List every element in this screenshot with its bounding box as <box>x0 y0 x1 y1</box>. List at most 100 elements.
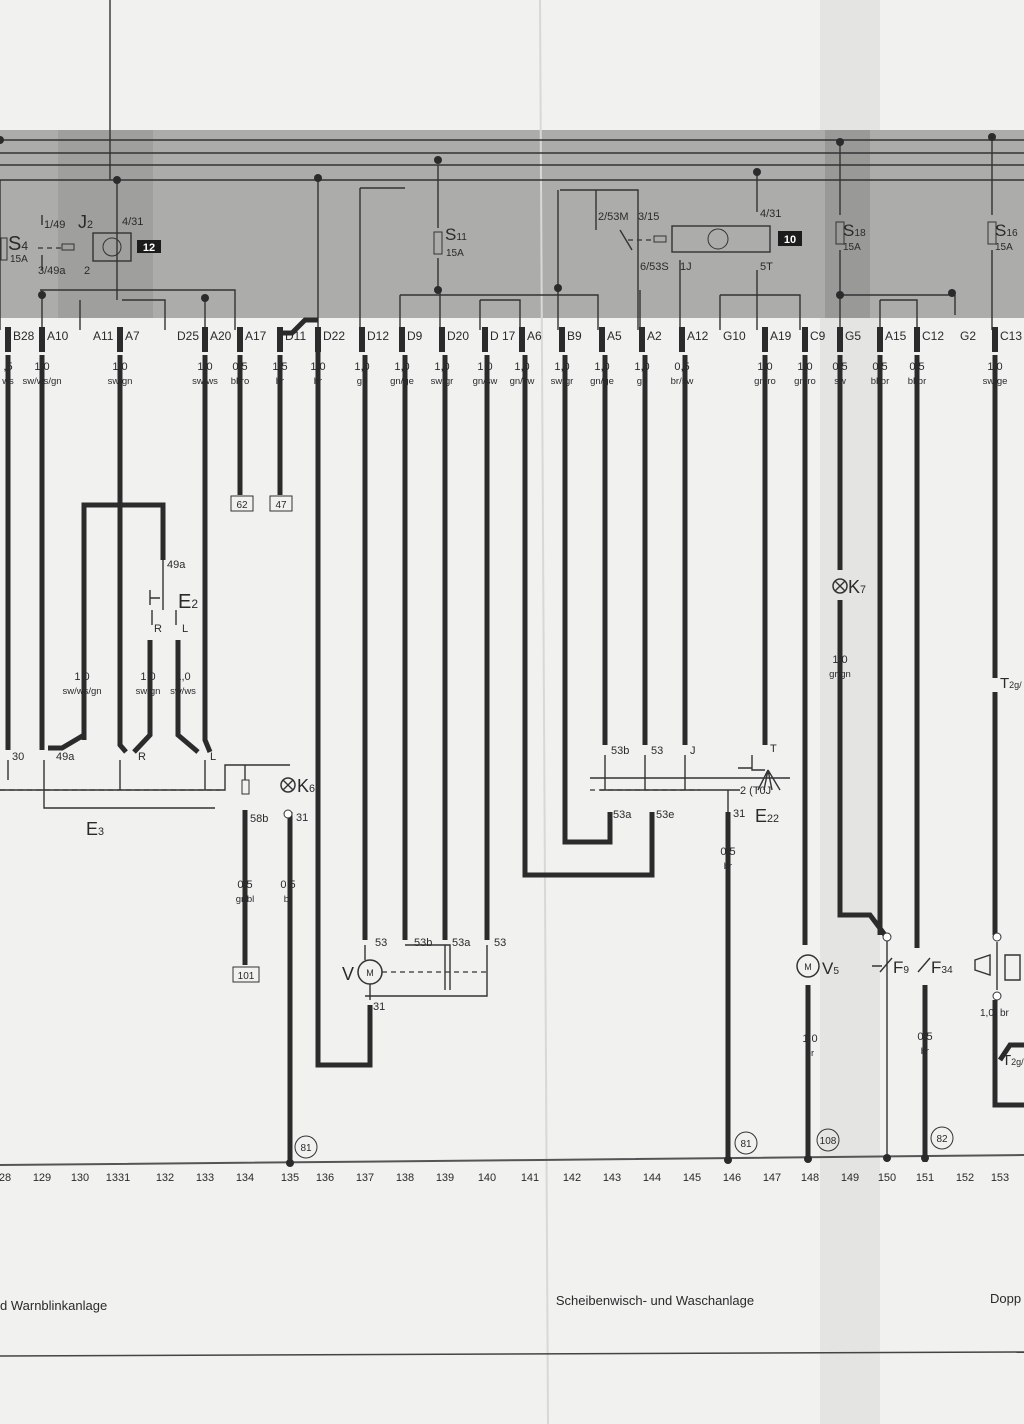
terminal-label-e3-l: L <box>210 751 216 763</box>
column-number: 146 <box>723 1172 741 1184</box>
component-label-k6: K6 <box>297 776 315 796</box>
reference-box-101: 101 <box>238 971 255 982</box>
wire-size: 1,0 <box>797 361 812 373</box>
component-label-f9: F9 <box>893 958 909 977</box>
terminal-label-k6-58b: 58b <box>250 813 268 825</box>
band-shade <box>58 130 153 318</box>
column-number: 138 <box>396 1172 414 1184</box>
column-number: 151 <box>916 1172 934 1184</box>
reference-circle-81b <box>734 1131 758 1155</box>
wire-color: gn/ro <box>754 376 776 387</box>
component-label-v: V <box>342 964 354 984</box>
fuse-S18 <box>835 221 845 245</box>
switch-E22 <box>590 755 790 812</box>
connector-id: A17 <box>245 329 267 343</box>
reference-box-62: 62 <box>236 500 248 511</box>
connector-id: D25 <box>177 329 199 343</box>
reference-circle-108 <box>816 1128 840 1152</box>
component-subscript: 4 <box>21 239 28 253</box>
column-number: 134 <box>236 1172 254 1184</box>
wire-color: sw/ws/gn <box>22 376 61 387</box>
wire-color: sw/ws <box>192 376 218 387</box>
connector-id: C9 <box>810 329 826 343</box>
column-number: 1331 <box>106 1172 130 1184</box>
wire-size: 1,0 <box>112 361 127 373</box>
column-number: 149 <box>841 1172 859 1184</box>
wire-color: br <box>314 376 322 387</box>
column-number: 137 <box>356 1172 374 1184</box>
connector-id: D12 <box>367 329 389 343</box>
terminal-label-e22-53e: 53e <box>656 809 674 821</box>
wire-size: 1,0 <box>594 361 609 373</box>
reference-box-47 <box>269 495 293 512</box>
wire-size: 1,0 <box>634 361 649 373</box>
component-label-e2: E2 <box>178 591 198 613</box>
connector-id: A19 <box>770 329 792 343</box>
column-number: 152 <box>956 1172 974 1184</box>
reference-circle-82: 82 <box>936 1134 948 1145</box>
wire-color: gr/bl <box>236 894 254 905</box>
terminal-label-j2-1: 1/49 <box>44 219 65 231</box>
component-label-f34: F34 <box>931 958 953 977</box>
component-label-s4: S4 <box>8 233 28 255</box>
lamp-K7 <box>832 578 848 594</box>
wire-color: gn <box>357 376 368 387</box>
relay-number: 12 <box>143 242 155 254</box>
component-letter: T <box>1000 675 1009 692</box>
wire-color: gr/gn <box>829 669 851 680</box>
connector-pin <box>399 327 405 352</box>
component-letter: V <box>342 964 354 984</box>
component-subscript: 2 <box>87 219 93 231</box>
wire-color: gn/ro <box>794 376 816 387</box>
connector-pin <box>237 327 243 352</box>
column-number: 142 <box>563 1172 581 1184</box>
reference-circle-82 <box>930 1126 954 1150</box>
terminal-label-j2-3: 3/49a <box>38 265 66 277</box>
column-number: 133 <box>196 1172 214 1184</box>
reference-box-101 <box>232 966 260 983</box>
switch-E3 <box>0 760 290 809</box>
fuse-S4 <box>0 237 8 261</box>
relay-number-badge <box>778 231 802 246</box>
wire-color: gn <box>637 376 648 387</box>
terminal-label-v-31: 31 <box>373 1001 385 1013</box>
terminal-label-e22-pos: 2 (T0J <box>740 785 771 797</box>
connector-pin <box>914 327 920 352</box>
component-label-t2g_bottom: T2g/ <box>1002 1052 1024 1069</box>
section-title-hazard-lights: d Warnblinkanlage <box>0 1298 107 1313</box>
connector-pin <box>277 327 283 352</box>
wire-size: 0,5 <box>832 361 847 373</box>
connector-pin <box>5 327 11 352</box>
terminal-label-w-3: 3/15 <box>638 211 659 223</box>
section-title-next: Dopp <box>990 1291 1021 1306</box>
column-number: 145 <box>683 1172 701 1184</box>
connector-id: A15 <box>885 329 907 343</box>
wire-size: 0,5 <box>872 361 887 373</box>
connector-id: B28 <box>13 329 35 343</box>
terminal-label-e3-30: 30 <box>12 751 24 763</box>
wire-size: 1,0 <box>74 671 89 683</box>
component-letter: E <box>755 806 767 826</box>
wire-color: sw/gr <box>551 376 574 387</box>
wire-color: br/sw <box>671 376 694 387</box>
connector-id: G10 <box>723 329 746 343</box>
wire-color: br <box>276 376 284 387</box>
component-subscript: 11 <box>456 232 467 243</box>
fuse-rating: 15A <box>843 242 861 253</box>
column-number: 135 <box>281 1172 299 1184</box>
terminal-label-e22-53b: 53b <box>611 745 629 757</box>
wire-size: 1,0 <box>802 1033 817 1045</box>
component-label-s16: S16 <box>995 221 1018 240</box>
fuse-rating: 15A <box>995 242 1013 253</box>
column-number: 130 <box>71 1172 89 1184</box>
wire-size: 0,5 <box>280 879 295 891</box>
connector-pin <box>679 327 685 352</box>
terminal-label-w-4: 4/31 <box>760 208 781 220</box>
connector-id: D 17 <box>490 329 516 343</box>
component-label-e22: E22 <box>755 806 779 826</box>
connector-pin <box>482 327 488 352</box>
column-number: 148 <box>801 1172 819 1184</box>
motor-V5 <box>796 954 820 978</box>
wire-size: 1,0 <box>757 361 772 373</box>
connector-id: C13 <box>1000 329 1022 343</box>
